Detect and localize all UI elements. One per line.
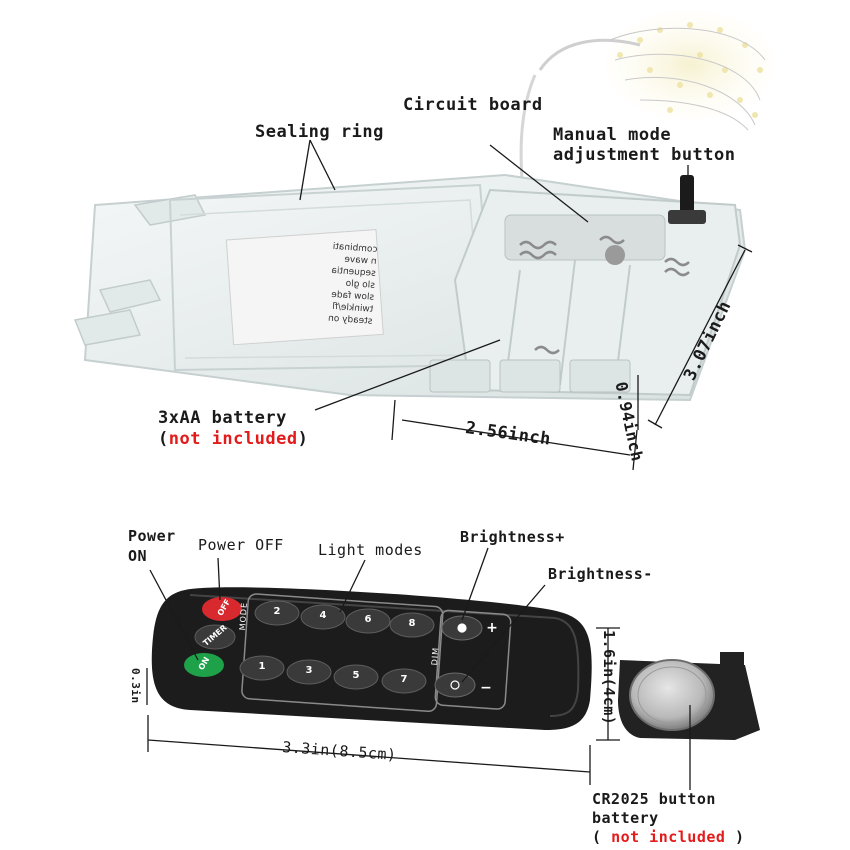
mode-button-8[interactable]: 8: [408, 618, 416, 629]
box-insert-text: combinati n wave sequentia slo glo slow …: [262, 236, 378, 327]
coin-not-included: not included: [611, 828, 726, 846]
fairy-lights-coil: [519, 10, 775, 181]
battery-label: 3xAA battery: [158, 408, 287, 428]
brightness-minus-button[interactable]: −: [480, 680, 492, 696]
mode-button-1[interactable]: 1: [258, 661, 266, 672]
manual-button-label-line1: Manual mode: [553, 125, 672, 145]
remote-thickness-dimension: 0.3in: [129, 668, 142, 704]
brightness-plus-label: Brightness+: [460, 528, 565, 546]
coin-battery-note: ( not included ): [592, 828, 745, 846]
brightness-plus-button[interactable]: +: [486, 620, 498, 636]
coin-battery-label-line2: battery: [592, 809, 659, 827]
battery-note: (not included): [158, 429, 308, 449]
mode-button-3[interactable]: 3: [305, 665, 313, 676]
coin-battery-holder: [618, 652, 760, 740]
battery-note-open: (: [158, 429, 169, 449]
sealing-ring-label: Sealing ring: [255, 122, 384, 142]
mode-button-6[interactable]: 6: [364, 614, 372, 625]
remote-control: [151, 587, 592, 730]
power-off-label: Power OFF: [198, 536, 284, 554]
circuit-board-label: Circuit board: [403, 95, 543, 115]
coin-note-close: ): [725, 828, 745, 846]
battery-box: [73, 173, 747, 402]
power-on-label-line1: Power: [128, 527, 176, 545]
mode-button-5[interactable]: 5: [352, 670, 360, 681]
dim-side-label: DIM: [430, 646, 441, 666]
callout-lines-top: [299, 139, 753, 471]
remote-height-dimension: 1.6in(4cm): [600, 630, 618, 726]
coin-note-open: (: [592, 828, 612, 846]
battery-not-included: not included: [168, 429, 298, 449]
power-on-label-line2: ON: [128, 547, 148, 565]
coin-battery-label-line1: CR2025 button: [592, 790, 716, 808]
brightness-minus-label: Brightness-: [548, 565, 653, 583]
callout-lines-remote: [146, 547, 691, 790]
light-modes-label: Light modes: [318, 541, 423, 559]
mode-button-2[interactable]: 2: [273, 606, 281, 617]
battery-note-close: ): [297, 429, 309, 449]
mode-button-4[interactable]: 4: [319, 610, 327, 621]
manual-button-label-line2: adjustment button: [553, 145, 736, 165]
mode-button-7[interactable]: 7: [400, 674, 408, 685]
